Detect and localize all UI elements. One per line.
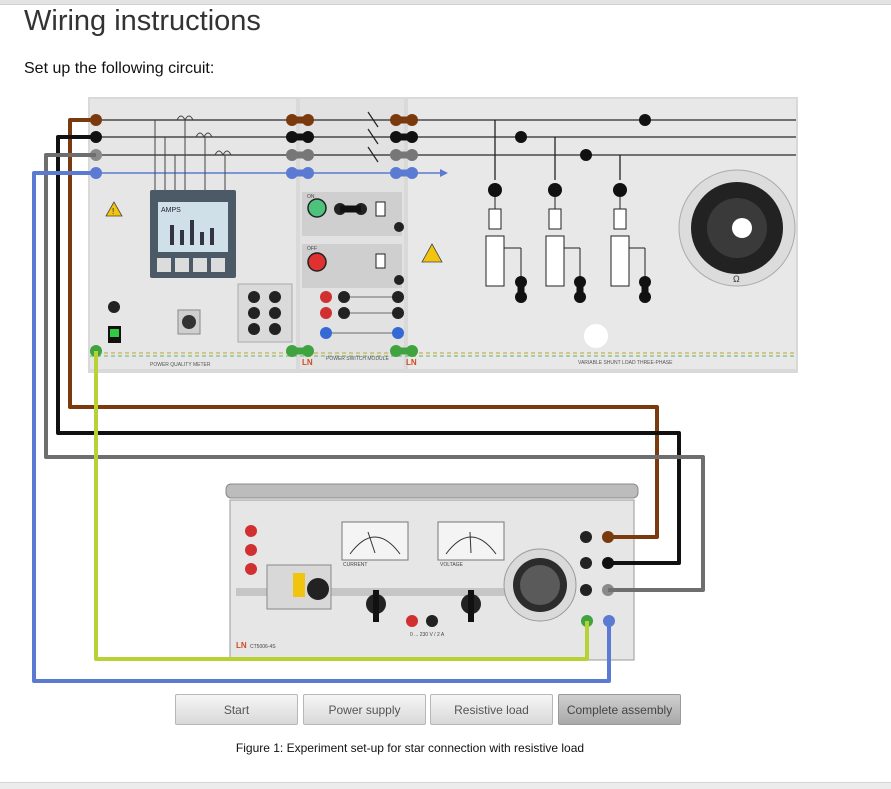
power-supply-unit: CURRENT VOLTAGE 0 ... 230 V / 2 A LN CT5… <box>225 483 639 661</box>
power-supply-button[interactable]: Power supply <box>303 694 426 725</box>
ohm-symbol: Ω <box>733 274 740 284</box>
switch-module: ON OFF POWER SWITCH MODULE <box>286 111 418 362</box>
brand-logo-2: LN <box>406 358 417 367</box>
switch-label: POWER SWITCH MODULE <box>326 356 389 362</box>
top-border <box>0 0 891 5</box>
voltage-meter-label: VOLTAGE <box>440 562 464 568</box>
meter-label: POWER QUALITY METER <box>150 362 211 368</box>
supply-model: CT5006-4S <box>250 644 276 650</box>
step-button-group: Start Power supply Resistive load Comple… <box>175 694 685 726</box>
brand-logo-1: LN <box>302 358 313 367</box>
wires <box>32 118 705 683</box>
supply-rating: 0 ... 230 V / 2 A <box>410 632 445 638</box>
wire-n <box>32 171 611 683</box>
meter-internals: AMPS ! POWER QUALITY METER <box>105 115 293 368</box>
load-label: VARIABLE SHUNT LOAD THREE-PHASE <box>578 360 673 366</box>
figure-caption: Figure 1: Experiment set-up for star con… <box>235 741 585 755</box>
wire-l3 <box>44 153 705 592</box>
supply-brand: LN <box>236 641 247 650</box>
resistive-load-button[interactable]: Resistive load <box>430 694 553 725</box>
wire-l1 <box>68 118 659 539</box>
switch-on-label: ON <box>307 194 315 200</box>
resistive-load: VARIABLE SHUNT LOAD THREE-PHASE Ω <box>485 114 796 366</box>
page-subtitle: Set up the following circuit: <box>24 60 215 77</box>
meter-display-text: AMPS <box>161 207 181 214</box>
wire-pe <box>94 351 589 661</box>
page-title: Wiring instructions <box>24 5 261 37</box>
complete-assembly-button[interactable]: Complete assembly <box>558 694 681 725</box>
switch-off-label: OFF <box>307 246 317 252</box>
current-meter-label: CURRENT <box>343 562 367 568</box>
bottom-border <box>0 782 891 789</box>
wire-l2 <box>56 135 681 565</box>
svg-text:!: ! <box>112 207 114 216</box>
wiring-diagram: AMPS ! POWER QUALITY METER <box>32 97 798 683</box>
start-button[interactable]: Start <box>175 694 298 725</box>
